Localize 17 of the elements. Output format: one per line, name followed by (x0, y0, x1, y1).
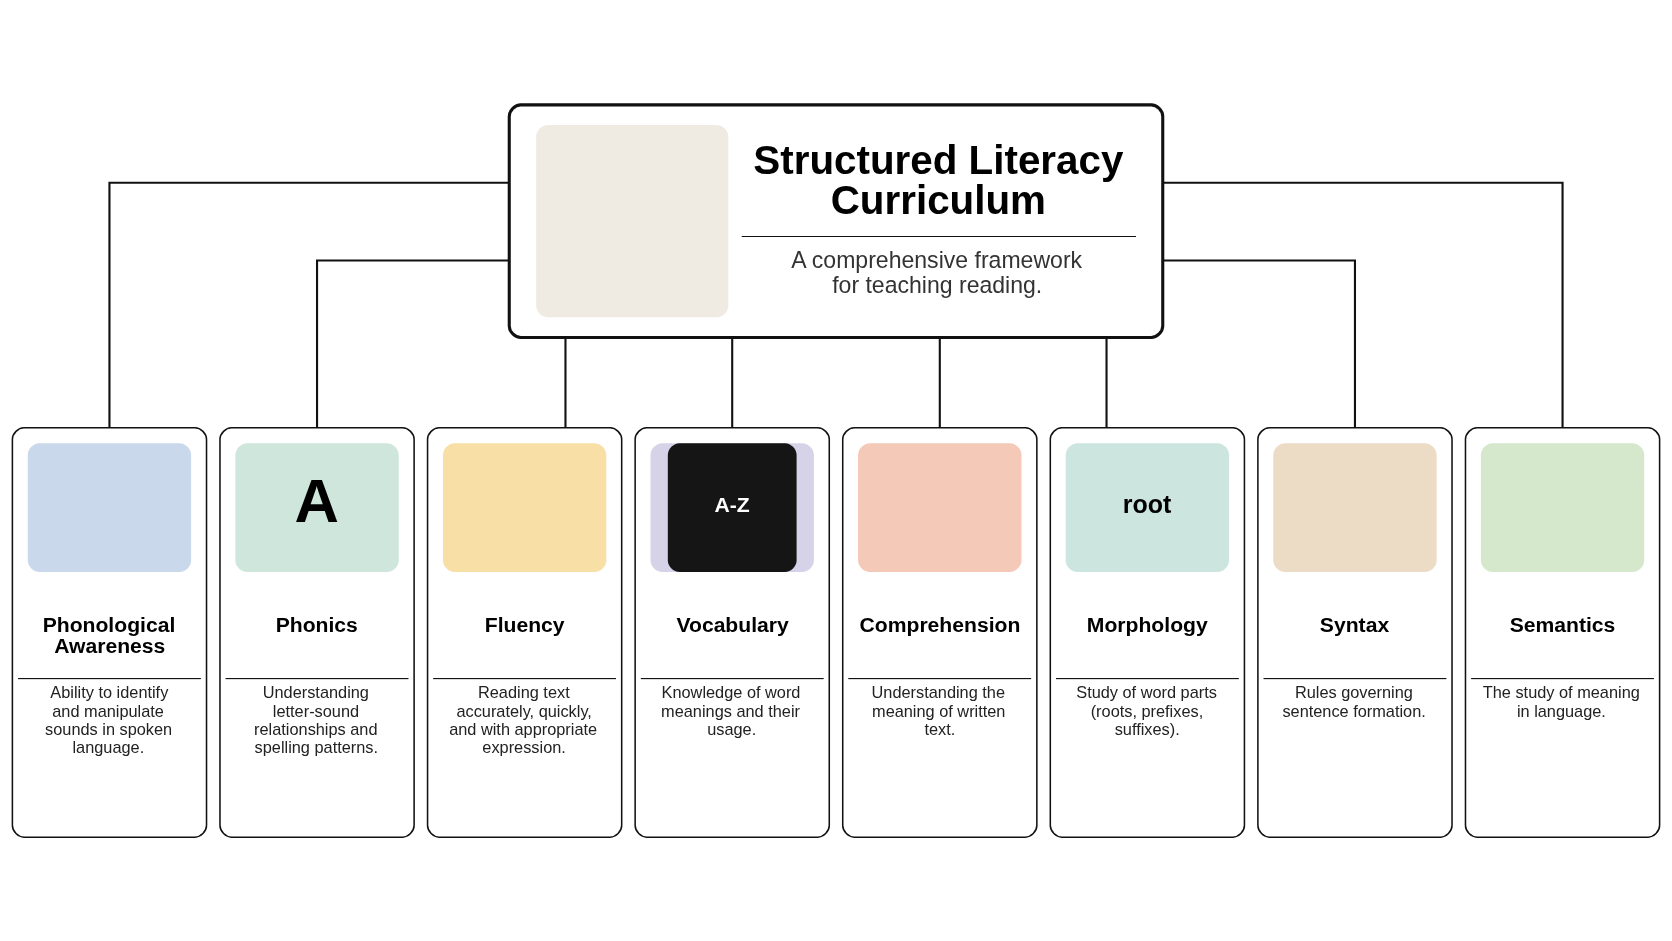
node-box: Comprehension Understanding the meaning of written text. (841, 426, 1038, 838)
connector (316, 258, 510, 428)
node-box: A-Z Vocabulary Knowledge of word meanings and their usage. (634, 426, 831, 838)
node-box: A Phonics Understanding letter-sound relationships and spelling patterns. (219, 426, 415, 838)
node-box: Fluency Reading text accurately, quickly, and with appropriate expression. (426, 426, 623, 838)
connector (1162, 181, 1564, 428)
node-box: root Morphology Study of word parts (roots, prefixes, suffixes). (1049, 426, 1246, 838)
node-box: Structured Literacy Curriculum A comprehensive framework for teaching reading. (507, 102, 1165, 339)
node-box: Semantics The study of meaning in language. (1464, 426, 1661, 838)
connector (564, 337, 567, 428)
connector (938, 337, 941, 428)
connector (1162, 258, 1356, 428)
node-box: Phonological Awareness Ability to identify and manipulate sounds in spoken language. (11, 426, 208, 838)
node-box: Syntax Rules governing sentence formation. (1257, 426, 1453, 838)
connector (731, 337, 734, 428)
connector (108, 181, 510, 428)
connector (1105, 337, 1108, 428)
